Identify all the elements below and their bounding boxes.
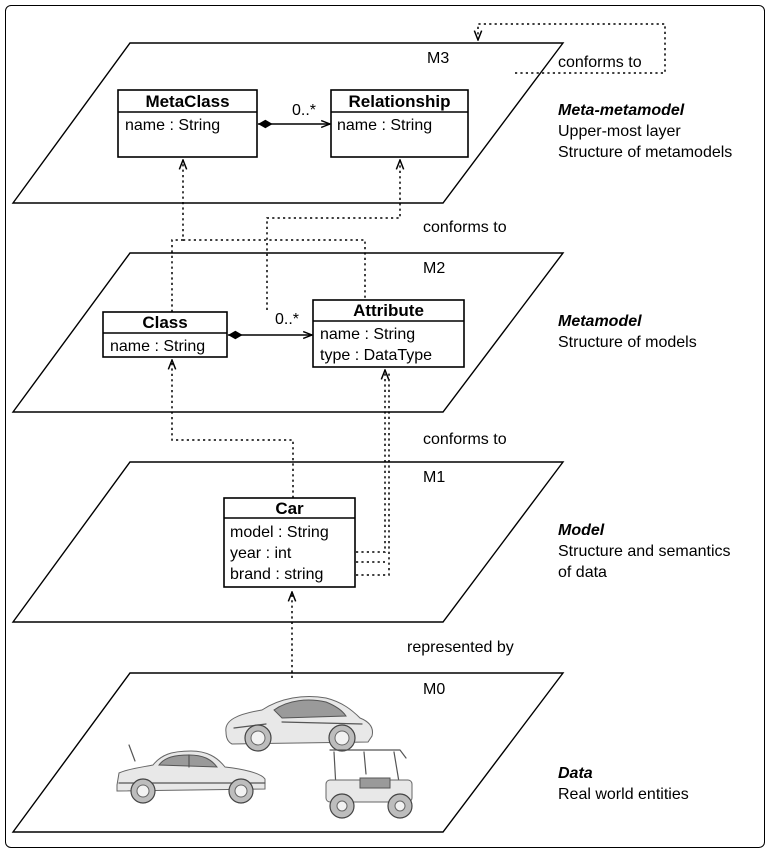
class-title: Class xyxy=(142,313,187,332)
m1-label: M1 xyxy=(423,469,445,486)
m2-multiplicity: 0..* xyxy=(275,311,299,328)
sports-car-sketch-icon xyxy=(225,696,373,752)
m2-layer-desc-1: Structure of models xyxy=(558,334,697,351)
vintage-car-sketch-icon xyxy=(116,744,266,804)
m0-layer-desc-1: Real world entities xyxy=(558,786,689,803)
m3-layer-desc-1: Upper-most layer xyxy=(558,123,681,140)
car-to-class-link xyxy=(172,360,294,498)
relationship-box: Relationship name : String xyxy=(330,89,469,158)
class-to-metaclass-link xyxy=(171,160,183,312)
m2-layer-name: Metamodel xyxy=(558,313,642,330)
golf-cart-sketch-icon xyxy=(325,749,413,819)
attribute-attr-name: name : String xyxy=(320,326,415,343)
car-box: Car model : String year : int brand : st… xyxy=(223,497,356,588)
m3-plane xyxy=(11,42,565,204)
m3-label: M3 xyxy=(427,50,449,67)
m3-layer-desc-2: Structure of metamodels xyxy=(558,144,732,161)
car-attr-to-attribute-link xyxy=(356,370,385,553)
m2-plane xyxy=(11,252,565,413)
m3-layer-name: Meta-metamodel xyxy=(558,102,685,119)
class-box: Class name : String xyxy=(102,311,228,358)
attribute-box: Attribute name : String type : DataType xyxy=(312,299,465,368)
attribute-attr-type: type : DataType xyxy=(320,347,432,364)
m0-layer-name: Data xyxy=(558,765,593,782)
represented-by-label: represented by xyxy=(407,639,514,656)
diagram-frame xyxy=(5,5,765,848)
relationship-title: Relationship xyxy=(348,92,450,111)
relationship-attr: name : String xyxy=(337,117,432,134)
car-brand-to-attribute-link xyxy=(356,372,390,576)
m1-layer-desc-2: of data xyxy=(558,564,607,581)
car-attr-year: year : int xyxy=(230,545,292,562)
conforms-m1-m2-label: conforms to xyxy=(423,431,507,448)
attribute-title: Attribute xyxy=(353,301,424,320)
m0-plane xyxy=(11,672,565,833)
m1-layer-desc-1: Structure and semantics xyxy=(558,543,731,560)
class-attr: name : String xyxy=(110,338,205,355)
car-attr-brand: brand : string xyxy=(230,566,323,583)
metaclass-attr: name : String xyxy=(125,117,220,134)
m2-label: M2 xyxy=(423,260,445,277)
car-attr-model: model : String xyxy=(230,524,329,541)
conforms-self-label: conforms to xyxy=(558,54,642,71)
composition-to-relationship-link xyxy=(266,160,400,310)
m0-label: M0 xyxy=(423,681,445,698)
metaclass-title: MetaClass xyxy=(145,92,229,111)
m1-layer-name: Model xyxy=(558,522,605,539)
attribute-to-metaclass-link xyxy=(183,239,366,300)
m3-multiplicity: 0..* xyxy=(292,102,316,119)
metaclass-box: MetaClass name : String xyxy=(117,89,258,158)
car-title: Car xyxy=(275,499,304,518)
conforms-m2-m3-label: conforms to xyxy=(423,219,507,236)
